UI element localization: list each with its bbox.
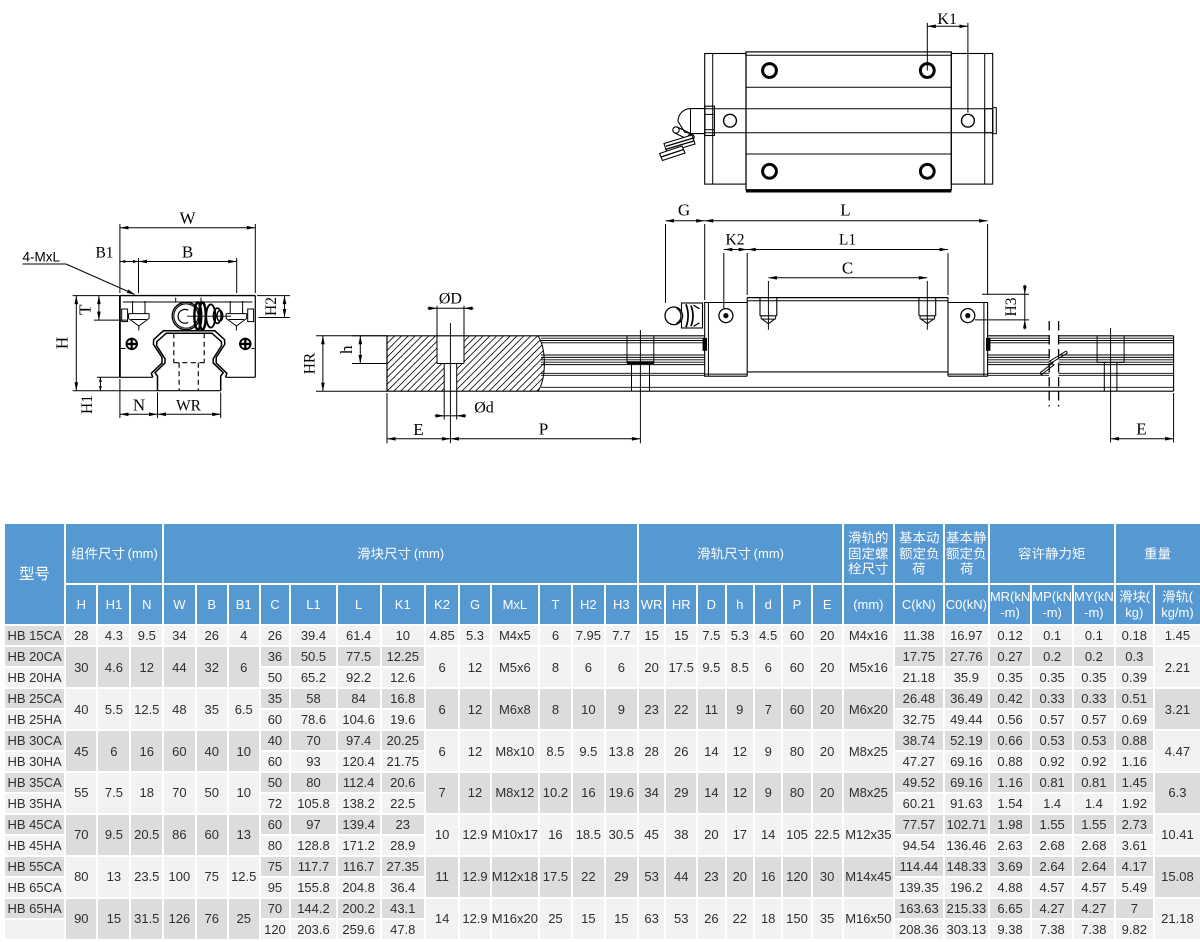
svg-text:WR: WR — [176, 398, 202, 415]
svg-text:h: h — [337, 345, 356, 354]
svg-text:H: H — [53, 337, 72, 349]
svg-text:Ød: Ød — [474, 400, 494, 417]
svg-text:N: N — [133, 396, 145, 415]
svg-text:T: T — [76, 304, 95, 315]
svg-text:H1: H1 — [79, 395, 96, 414]
svg-text:H2: H2 — [263, 297, 280, 316]
svg-text:E: E — [413, 420, 423, 439]
svg-text:HR: HR — [301, 352, 318, 374]
svg-text:K2: K2 — [726, 231, 745, 248]
svg-text:E: E — [1136, 419, 1146, 438]
svg-text:ØD: ØD — [439, 291, 462, 308]
svg-text:P: P — [539, 420, 548, 439]
svg-text:L: L — [840, 201, 850, 220]
svg-text:G: G — [678, 201, 690, 220]
svg-text:L1: L1 — [839, 231, 856, 248]
svg-text:C: C — [842, 259, 853, 278]
svg-text:K1: K1 — [937, 11, 957, 28]
svg-text:H3: H3 — [1003, 297, 1020, 316]
svg-text:4-MxL: 4-MxL — [23, 250, 61, 265]
svg-text:B1: B1 — [95, 245, 113, 262]
svg-text:W: W — [179, 209, 196, 228]
svg-text:B: B — [182, 243, 193, 262]
